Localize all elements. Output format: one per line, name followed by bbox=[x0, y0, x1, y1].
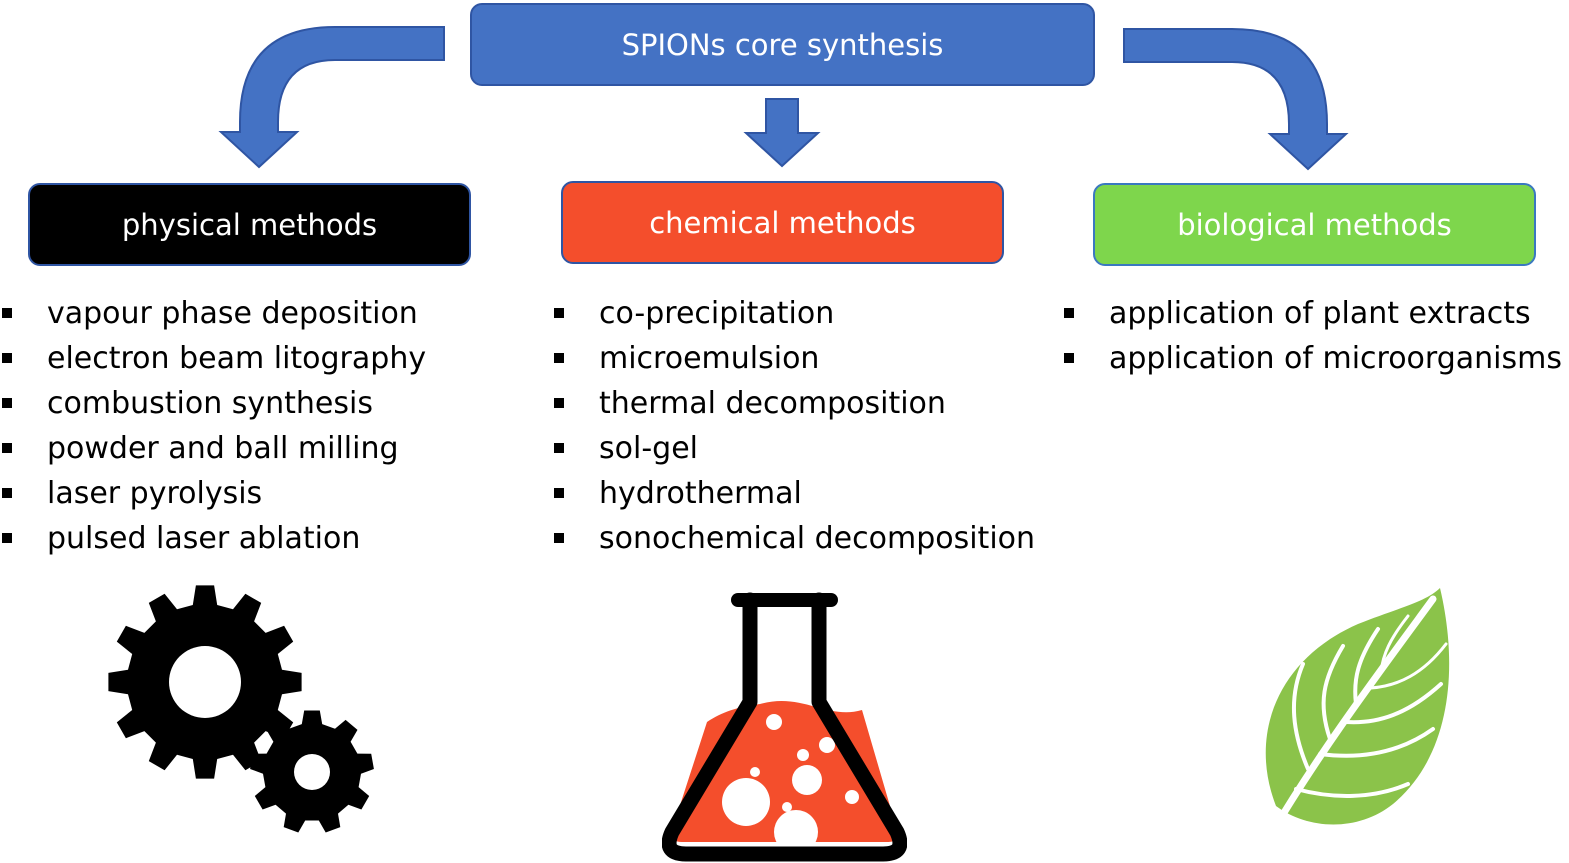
biological-methods-label: biological methods bbox=[1177, 207, 1452, 242]
list-item: sonochemical decomposition bbox=[554, 516, 1035, 561]
list-item: combustion synthesis bbox=[2, 381, 426, 426]
root-box: SPIONs core synthesis bbox=[470, 3, 1095, 86]
bubble bbox=[774, 810, 818, 854]
list-item: microemulsion bbox=[554, 336, 1035, 381]
arrow-to-chemical bbox=[743, 98, 821, 168]
list-item: laser pyrolysis bbox=[2, 471, 426, 516]
list-item: application of plant extracts bbox=[1064, 291, 1562, 336]
bubble bbox=[766, 714, 782, 730]
leaf-icon bbox=[1265, 588, 1450, 840]
bubble bbox=[845, 790, 859, 804]
bubble bbox=[819, 737, 835, 753]
biological-methods-list: application of plant extracts applicatio… bbox=[1064, 291, 1562, 381]
bubble bbox=[792, 765, 822, 795]
list-item: sol-gel bbox=[554, 426, 1035, 471]
bubble bbox=[750, 767, 760, 777]
bubble bbox=[797, 749, 809, 761]
list-item: pulsed laser ablation bbox=[2, 516, 426, 561]
flask-icon bbox=[662, 592, 907, 862]
physical-methods-label: physical methods bbox=[121, 207, 378, 242]
physical-methods-box: physical methods bbox=[28, 183, 471, 266]
list-item: powder and ball milling bbox=[2, 426, 426, 471]
bubble bbox=[722, 778, 770, 826]
arrow-to-biological bbox=[1123, 28, 1349, 171]
physical-methods-list: vapour phase deposition electron beam li… bbox=[2, 291, 426, 561]
flask-outline bbox=[662, 592, 907, 862]
leaf-veins bbox=[1266, 595, 1448, 840]
chemical-methods-box: chemical methods bbox=[561, 181, 1004, 264]
list-item: thermal decomposition bbox=[554, 381, 1035, 426]
list-item: application of microorganisms bbox=[1064, 336, 1562, 381]
list-item: hydrothermal bbox=[554, 471, 1035, 516]
biological-methods-box: biological methods bbox=[1093, 183, 1536, 266]
root-label: SPIONs core synthesis bbox=[621, 27, 944, 62]
list-item: electron beam litography bbox=[2, 336, 426, 381]
gears-icon bbox=[108, 585, 374, 833]
arrow-to-physical bbox=[218, 26, 445, 169]
list-item: co-precipitation bbox=[554, 291, 1035, 336]
chemical-methods-list: co-precipitation microemulsion thermal d… bbox=[554, 291, 1035, 561]
chemical-methods-label: chemical methods bbox=[649, 205, 916, 240]
small-gear-icon bbox=[250, 710, 374, 833]
gear-hole bbox=[169, 646, 241, 718]
gear-hole bbox=[294, 754, 330, 790]
bubble bbox=[782, 802, 792, 812]
large-gear-icon bbox=[108, 585, 302, 779]
list-item: vapour phase deposition bbox=[2, 291, 426, 336]
